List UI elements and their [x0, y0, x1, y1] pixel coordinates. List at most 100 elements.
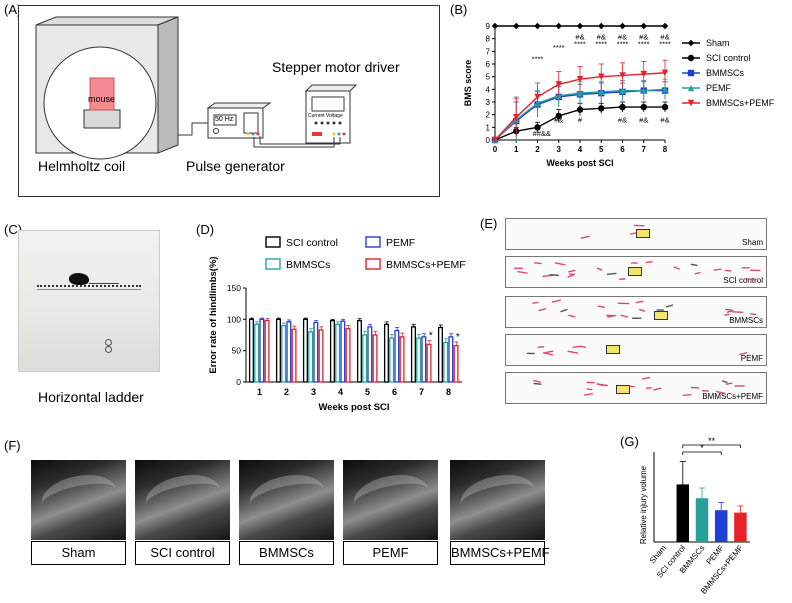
bar — [345, 328, 351, 383]
significance-mark: #& — [660, 115, 669, 124]
bar — [437, 326, 443, 383]
cable-coil-pulse — [178, 122, 208, 136]
mri-bmmscs — [239, 460, 334, 540]
bar — [410, 326, 416, 383]
bar — [372, 334, 378, 383]
data-point — [555, 22, 562, 30]
data-point — [598, 105, 605, 112]
data-point — [576, 22, 584, 30]
cable-pulse-stepper-1 — [253, 137, 335, 148]
legend-label: BMMSCs+PEMF — [706, 98, 775, 108]
footprint-mark — [722, 380, 728, 384]
bar — [676, 484, 690, 542]
y-tick-label: 6 — [486, 60, 491, 69]
bar — [313, 321, 319, 383]
data-point — [491, 22, 499, 30]
x-tick-label: 6 — [392, 387, 397, 397]
footprint-mark — [567, 350, 579, 354]
significance-mark: ** — [708, 436, 716, 446]
bar — [383, 323, 389, 383]
legend-marker — [687, 69, 695, 77]
bar — [291, 328, 297, 383]
data-point — [513, 22, 520, 30]
legend-label: BMMSCs+PEMF — [386, 259, 466, 271]
pulse-port-1 — [246, 132, 250, 136]
bar — [286, 321, 292, 383]
footprint-mark — [533, 379, 541, 383]
footprint-mark — [724, 313, 730, 316]
footprint-strip-bmmscs: BMMSCs — [505, 296, 767, 328]
bar — [248, 318, 254, 383]
y-tick-label: 1 — [486, 123, 491, 132]
ladder-rail — [37, 289, 141, 290]
coil-top-face — [35, 16, 179, 26]
significance-mark: * — [456, 332, 460, 343]
bar — [399, 336, 405, 383]
data-point — [534, 93, 541, 101]
panel-label-a: (A) — [4, 2, 22, 17]
significance-mark: #& — [639, 115, 648, 124]
legend-label: SCI control — [286, 237, 338, 249]
mouse-silhouette — [69, 273, 89, 285]
mouse-platform — [83, 109, 121, 129]
footprint-mark — [653, 387, 662, 391]
data-point — [598, 73, 605, 80]
footprint-mark — [682, 393, 692, 397]
x-tick-label: 0 — [493, 145, 498, 154]
panel-label-f: (F) — [4, 438, 21, 453]
footprint-mark — [554, 262, 566, 266]
mri-sham — [31, 460, 126, 540]
data-point — [661, 103, 669, 111]
legend-label: SCI control — [706, 53, 751, 63]
footprint-mark — [607, 315, 614, 318]
bar — [335, 323, 341, 383]
panel-label-g: (G) — [620, 434, 639, 449]
data-point — [534, 124, 541, 131]
y-axis-label: Error rate of hindlimbs(%) — [208, 256, 219, 373]
x-tick-label: 3 — [557, 145, 562, 154]
y-tick-label: 4 — [486, 85, 491, 94]
bar — [367, 326, 373, 383]
significance-mark: #& — [575, 32, 584, 41]
mouse-label: mouse — [88, 94, 116, 104]
footprint-mark — [568, 314, 576, 318]
legend-label: PEMF — [386, 237, 415, 249]
frequency-label: 50 Hz — [215, 116, 234, 123]
footprint-mark — [620, 314, 629, 318]
footprint-arrow — [616, 385, 630, 394]
footprint-strip-bmmscs-pemf: BMMSCs+PEMF — [505, 372, 767, 404]
y-axis-label: BMS score — [463, 60, 473, 107]
footprint-label: BMMSCs+PEMF — [702, 392, 763, 401]
y-tick-label: 9 — [486, 22, 491, 31]
footprint-mark — [551, 299, 561, 303]
legend-marker — [687, 84, 695, 92]
data-point — [619, 87, 626, 94]
x-tick-label: 1 — [514, 145, 519, 154]
bar — [275, 318, 281, 383]
x-tick-label: 8 — [663, 145, 668, 154]
bar — [714, 510, 728, 542]
data-point — [598, 22, 605, 30]
data-point — [598, 88, 605, 96]
legend-marker — [687, 39, 695, 47]
footprint-mark — [629, 232, 637, 235]
footprint-strip-pemf: PEMF — [505, 334, 767, 366]
data-point — [576, 76, 584, 83]
data-point — [640, 22, 647, 30]
footprint-mark — [731, 311, 744, 314]
ring-mark-1 — [105, 339, 112, 346]
bar — [453, 345, 459, 383]
footprint-mark — [665, 304, 674, 308]
legend-label: BMMSCs — [706, 68, 744, 78]
footprint-arrow — [628, 267, 642, 276]
x-tick-label: 2 — [535, 145, 540, 154]
legend-swatch — [265, 236, 281, 248]
significance-mark: **** — [532, 54, 544, 63]
legend-swatch — [365, 236, 381, 248]
y-tick-label: 3 — [486, 98, 491, 107]
x-tick-label: 1 — [257, 387, 262, 397]
legend-marker — [687, 99, 695, 107]
footprint-mark — [724, 308, 734, 311]
x-tick-label: 7 — [419, 387, 424, 397]
